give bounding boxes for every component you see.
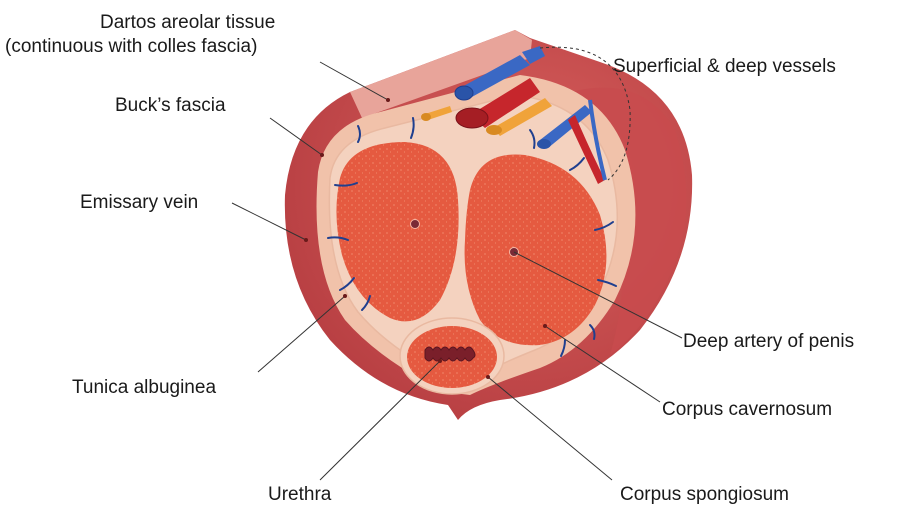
label-emissary-vein: Emissary vein [80,192,198,213]
dartos-pointer-dot [386,98,390,102]
cavernosum-pointer-dot [543,324,547,328]
emissary-pointer-dot [304,238,308,242]
label-superficial-deep-vessels: Superficial & deep vessels [613,56,836,77]
urethra-shape [425,347,475,361]
label-deep-artery: Deep artery of penis [683,331,854,352]
label-dartos-line1: Dartos areolar tissue [100,12,275,33]
bucks-pointer-dot [320,153,324,157]
label-bucks-fascia: Buck’s fascia [115,95,226,116]
spongiosum-pointer-dot [486,375,490,379]
tunica-pointer-dot [343,294,347,298]
urethra-pointer-dot [438,359,442,363]
label-dartos-line2: (continuous with colles fascia) [5,36,257,57]
deep-artery-left [411,220,420,229]
label-corpus-spongiosum: Corpus spongiosum [620,484,789,505]
label-corpus-cavernosum: Corpus cavernosum [662,399,832,420]
label-urethra: Urethra [268,484,332,505]
label-tunica-albuginea: Tunica albuginea [72,377,216,398]
